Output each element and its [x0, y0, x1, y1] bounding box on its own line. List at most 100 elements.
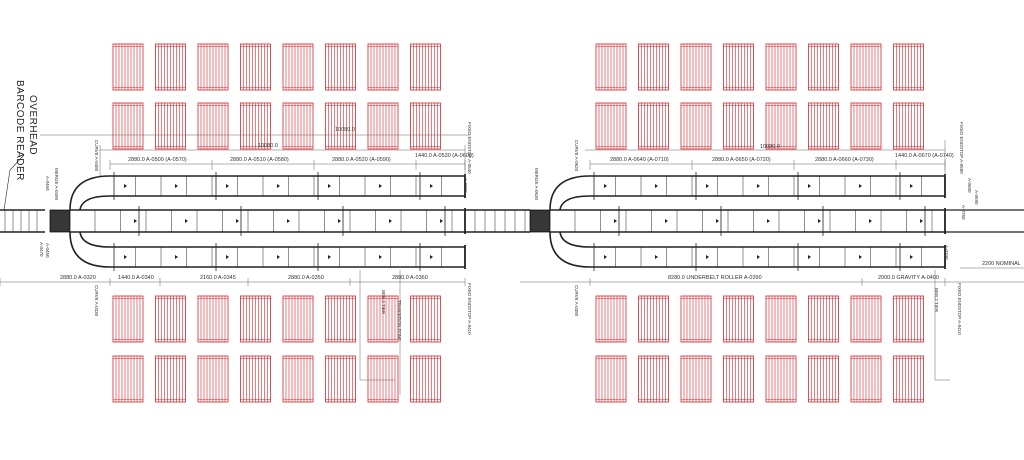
- pallet: [595, 43, 627, 91]
- curve-bottom-inner-left: [79, 231, 111, 248]
- right-top-seg-4: 1440.0 A-0670 (A-0740): [895, 153, 954, 159]
- right-top-seg-1: 2880.0 A-0640 (A-0710): [610, 157, 669, 163]
- left-bottom-seg-5: 2880.0 A-0360: [392, 275, 428, 281]
- pallet: [325, 102, 356, 150]
- merge-block-right: [529, 209, 551, 233]
- right-vert-note-1: BEB 2 TIER: [934, 288, 939, 313]
- left-bottom-seg-4: 2880.0 A-0350: [288, 275, 324, 281]
- left-end-stop-top: FIXED ENDSTOP A-0540: [467, 122, 472, 174]
- pallet: [595, 355, 627, 403]
- pallet: [197, 43, 229, 91]
- photo-eye: [920, 219, 923, 223]
- photo-eye: [389, 219, 392, 223]
- pallet: [112, 295, 144, 343]
- pallet: [155, 295, 186, 343]
- photo-eye: [808, 184, 811, 188]
- left-bottom-seg-1: 2880.0 A-0320: [60, 275, 96, 281]
- pallet: [197, 102, 229, 150]
- pallet: [638, 102, 669, 150]
- photo-eye: [430, 184, 433, 188]
- pallet: [410, 43, 441, 91]
- curve-top-inner-left: [79, 195, 111, 211]
- right-overall-dim: 10080.0: [760, 144, 780, 150]
- curve-bottom-outer-left: [69, 231, 111, 268]
- curve-top-outer-right: [549, 175, 591, 211]
- reader-label-line1: OVERHEAD: [27, 95, 38, 155]
- right-end-stop-bottom: FIXED ENDSTOP A-0410: [957, 283, 962, 335]
- left-end-stop-bottom: FIXED ENDSTOP A-0410: [467, 283, 472, 335]
- left-top-seg-1: 2880.0 A-0500 (A-0570): [128, 157, 187, 163]
- pallet: [367, 295, 399, 343]
- left-curve-bottom: CURVE A-0330: [94, 285, 99, 317]
- right-end-stop-top: FIXED ENDSTOP A-0680: [959, 122, 964, 174]
- conveyor-system: [0, 154, 1024, 271]
- pallet: [410, 355, 441, 403]
- left-top-seg-3: 2880.0 A-0520 (A-0590): [332, 157, 391, 163]
- photo-eye: [277, 184, 280, 188]
- photo-eye: [236, 219, 239, 223]
- right-bottom-seg-1: 8280.0 UNDERBELT ROLLER A-0390: [668, 275, 762, 281]
- pallet: [765, 295, 797, 343]
- pallet-grid: [112, 43, 924, 403]
- photo-eye: [716, 219, 719, 223]
- pallet: [240, 43, 271, 91]
- left-mid-overall-dim: 10080.0: [335, 127, 355, 133]
- pallet: [410, 295, 441, 343]
- pallet: [155, 43, 186, 91]
- pallet: [638, 355, 669, 403]
- right-nominal: 2200 NOMINAL: [982, 261, 1021, 267]
- pallet: [595, 295, 627, 343]
- photo-eye: [175, 255, 178, 259]
- pallet: [893, 295, 924, 343]
- pallet: [680, 355, 712, 403]
- pallet: [367, 102, 399, 150]
- pallet: [850, 355, 882, 403]
- right-tag-2: A-0690: [974, 190, 979, 205]
- photo-eye: [614, 219, 617, 223]
- pallet: [680, 295, 712, 343]
- left-bottom-seg-2: 1440.0 A-0340: [118, 275, 154, 281]
- curve-bottom-inner-right: [559, 231, 591, 248]
- left-tag-3: A-0470: [39, 242, 44, 257]
- photo-eye: [869, 219, 872, 223]
- right-bottom-seg-2: 2000.0 GRAVITY A-0400: [878, 275, 939, 281]
- curve-top-inner-right: [559, 195, 591, 211]
- pallet: [197, 355, 229, 403]
- photo-eye: [185, 219, 188, 223]
- pallet: [367, 43, 399, 91]
- merge-block-left: [49, 209, 71, 233]
- photo-eye: [175, 184, 178, 188]
- pallet: [850, 43, 882, 91]
- photo-eye: [338, 219, 341, 223]
- pallet: [765, 43, 797, 91]
- pallet: [808, 355, 839, 403]
- pallet: [638, 43, 669, 91]
- photo-eye: [328, 255, 331, 259]
- dimension-lines: [0, 134, 1024, 395]
- left-overall-dim: 10080.0: [258, 143, 278, 149]
- pallet: [765, 355, 797, 403]
- pallet: [282, 43, 314, 91]
- right-tag-3: A-0700: [944, 245, 949, 260]
- photo-eye: [910, 184, 913, 188]
- left-vert-note-2: TRANSITION ZONE: [397, 300, 402, 341]
- left-top-seg-4: 1440.0 A-0530 (A-0600): [415, 153, 474, 159]
- right-curve-top: CURVE A-0620: [574, 140, 579, 172]
- pallet: [282, 295, 314, 343]
- left-curve-top: CURVE A-0480: [94, 140, 99, 172]
- photo-eye: [124, 184, 127, 188]
- pallet: [808, 102, 839, 150]
- photo-eye: [859, 255, 862, 259]
- pallet: [112, 355, 144, 403]
- pallet: [155, 102, 186, 150]
- reader-label-line2: BARCODE READER: [14, 80, 25, 181]
- pallet: [765, 102, 797, 150]
- pallet: [595, 102, 627, 150]
- pallet: [850, 295, 882, 343]
- pallet: [680, 102, 712, 150]
- pallet: [325, 355, 356, 403]
- right-tag-4: A-0750: [961, 205, 966, 220]
- photo-eye: [706, 255, 709, 259]
- photo-eye: [379, 255, 382, 259]
